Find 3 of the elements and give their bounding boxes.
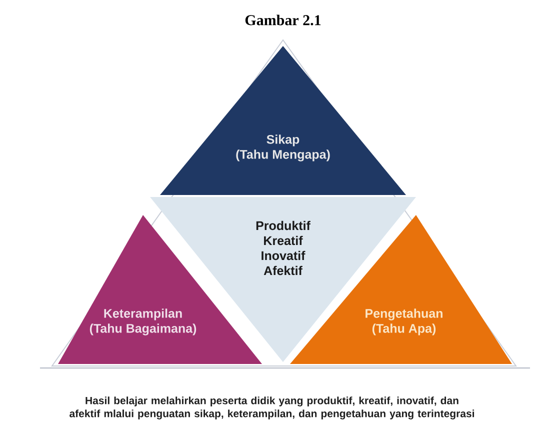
top-triangle: Sikap (Tahu Mengapa) [160,46,406,195]
figure-title: Gambar 2.1 [245,14,321,26]
caption: Hasil belajar melahirkan peserta didik yang produktif, kreatif, inovatif, dan afektif mlalui penguatan sikap, keterampilan, dan pengetahuan yang terintegrasi [70,396,474,420]
